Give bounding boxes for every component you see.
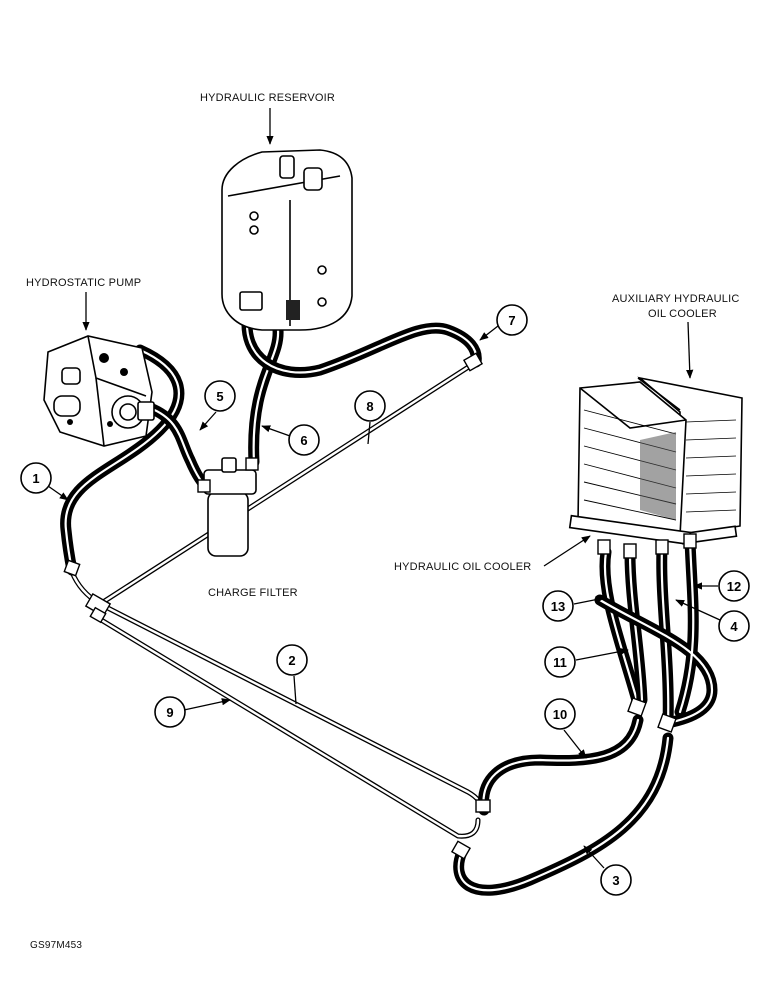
hose-10 (478, 714, 644, 816)
svg-text:7: 7 (508, 313, 515, 328)
callout-10: 10 (544, 698, 587, 759)
callout-4: 4 (675, 599, 750, 642)
svg-text:12: 12 (727, 579, 741, 594)
callout-9: 9 (154, 696, 231, 728)
charge-filter-label: CHARGE FILTER (208, 587, 298, 599)
oil-cooler-label: HYDRAULIC OIL COOLER (394, 561, 531, 573)
hydraulic-oil-cooler (568, 381, 697, 559)
svg-text:4: 4 (730, 619, 738, 634)
callout-12: 12 (693, 570, 750, 602)
svg-text:6: 6 (300, 433, 307, 448)
pump-label: HYDROSTATIC PUMP (26, 277, 141, 289)
aux-cooler-label-line2: OIL COOLER (648, 308, 717, 320)
svg-text:13: 13 (551, 599, 565, 614)
reservoir-label-group: HYDRAULIC RESERVOIR (200, 92, 335, 145)
callout-5: 5 (199, 380, 236, 431)
tube-9 (95, 615, 481, 839)
callout-11: 11 (544, 646, 629, 678)
svg-text:9: 9 (166, 705, 173, 720)
callout-8: 8 (354, 390, 386, 445)
figure-id: GS97M453 (30, 940, 82, 951)
aux-cooler-label-group: AUXILIARY HYDRAULIC OIL COOLER (612, 293, 740, 379)
charge-filter (197, 457, 259, 557)
aux-cooler-label-line1: AUXILIARY HYDRAULIC (612, 293, 740, 305)
svg-text:10: 10 (553, 707, 567, 722)
svg-text:2: 2 (288, 653, 295, 668)
hose-7 (241, 306, 482, 378)
callout-1: 1 (20, 462, 69, 501)
hose-12 (594, 534, 718, 728)
hose-13 (599, 546, 644, 710)
svg-text:11: 11 (553, 655, 567, 670)
callout-2: 2 (276, 644, 308, 705)
callout-13: 13 (542, 590, 605, 622)
hose-5 (144, 402, 214, 494)
callout-7: 7 (479, 304, 528, 341)
reservoir-label: HYDRAULIC RESERVOIR (200, 92, 335, 104)
hydrostatic-pump (43, 335, 155, 447)
charge-filter-label-group: CHARGE FILTER (208, 587, 298, 599)
svg-text:5: 5 (216, 389, 223, 404)
hydraulic-reservoir (221, 149, 353, 331)
svg-text:1: 1 (32, 471, 39, 486)
hose-1 (60, 344, 185, 576)
hose-fittings (63, 352, 677, 860)
pump-label-group: HYDROSTATIC PUMP (26, 277, 141, 331)
tee-fitting (84, 592, 112, 624)
hose-6 (248, 324, 284, 468)
hose-3 (453, 732, 674, 896)
callout-3: 3 (583, 845, 632, 896)
callout-6: 6 (261, 424, 320, 456)
svg-text:3: 3 (612, 873, 619, 888)
oil-cooler-label-group: HYDRAULIC OIL COOLER (394, 535, 591, 573)
svg-text:8: 8 (366, 399, 373, 414)
